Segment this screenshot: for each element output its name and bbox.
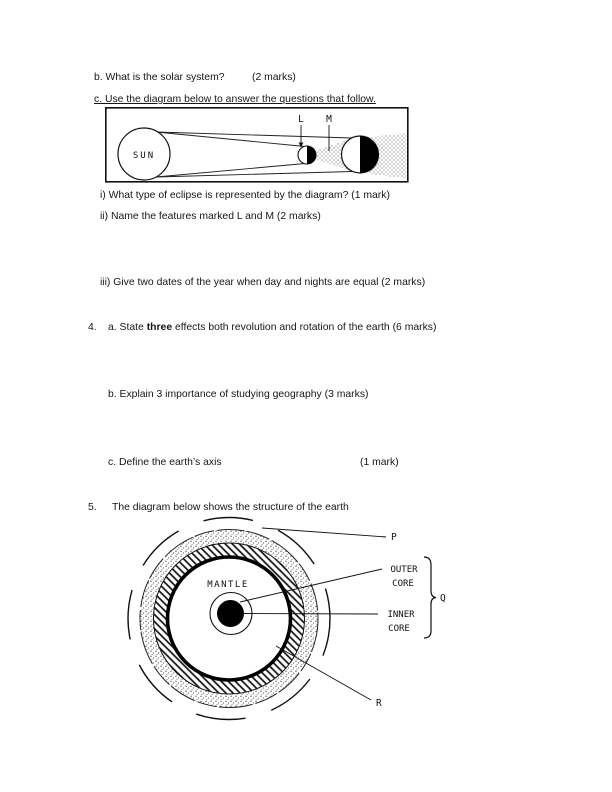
inner-core-pointer-line [243,613,379,615]
moon-shadow-half [307,146,316,164]
question-b-marks: (2 marks) [252,72,296,83]
stipple-ring [140,529,318,708]
eclipse-diagram: SUN L M [105,107,409,183]
question-4b: b. Explain 3 importance of studying geog… [108,388,368,401]
question-c-ii-text: ii) Name the features marked L and M (2 … [100,211,321,222]
question-b: b. What is the solar system? (2 marks) [94,71,296,84]
hatch-ring-outline [153,542,305,695]
question-c-i: i) What type of eclipse is represented b… [100,189,390,202]
question-4a-bold: three [146,322,173,333]
label-p: P [391,532,397,543]
question-4c-text: c. Define the earth’s axis [108,457,222,468]
sun-circle [117,127,171,181]
label-q: Q [440,593,446,604]
question-4a: 4. a. State three effects both revolution… [88,321,436,334]
question-c-iii: iii) Give two dates of the year when day… [100,276,425,289]
outer-core-pointer-line [239,568,383,603]
question-4b-text: b. Explain 3 importance of studying geog… [108,389,369,400]
inner-core-label-1: INNER [387,610,415,620]
sun-label: SUN [133,151,155,161]
inner-core-circle [217,600,244,627]
l-arrowhead [298,142,304,148]
question-c: c. Use the diagram below to answer the q… [94,93,376,106]
label-r: R [376,698,382,709]
question-5: 5. The diagram below shows the structure … [88,501,349,514]
p-pointer-line [261,527,387,538]
hatch-ring [153,543,305,694]
question-4c-marks: (1 mark) [360,457,399,468]
question-5-number: 5. [88,502,97,513]
label-m: M [326,114,332,125]
question-4a-post: effects both revolution and rotation of … [172,322,437,333]
question-b-text: b. What is the solar system? [94,72,225,83]
label-l: L [298,114,304,125]
q-brace [423,556,437,639]
stipple-ring-outline [139,529,319,708]
dashed-outer-circle [127,516,331,721]
question-5-text: The diagram below shows the structure of… [112,502,349,513]
question-c-iii-text: iii) Give two dates of the year when day… [100,277,426,288]
mantle-label: MANTLE [207,580,249,590]
question-4a-pre: a. State [108,322,147,333]
earth-structure-diagram: MANTLE P OUTER CORE INNER CORE Q R [127,516,446,721]
outer-core-label-1: OUTER [390,565,418,575]
earth-shadow-half [360,136,379,173]
question-4c: c. Define the earth’s axis (1 mark) [108,456,399,469]
inner-core-label-2: CORE [388,624,410,634]
question-c-ii: ii) Name the features marked L and M (2 … [100,210,321,223]
r-pointer-line [275,645,372,701]
question-4-number: 4. [88,322,97,333]
outer-core-label-2: CORE [392,579,414,589]
question-c-i-text: i) What type of eclipse is represented b… [100,190,390,201]
question-c-text: c. Use the diagram below to answer the q… [94,94,376,105]
